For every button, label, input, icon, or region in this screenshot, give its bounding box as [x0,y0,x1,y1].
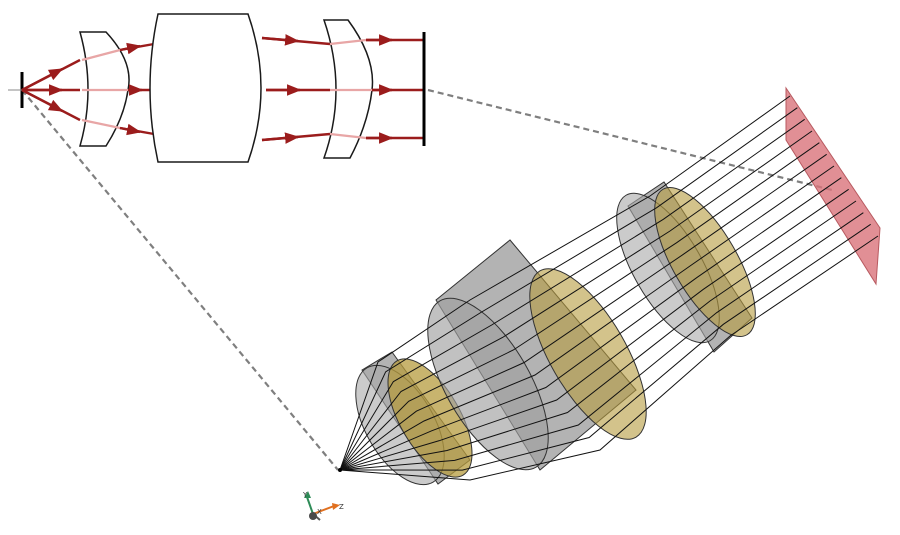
axis-y-label: Y [302,491,308,499]
ray-3d [339,142,820,471]
leader-line-image-plane [427,88,833,192]
ray-3d [339,165,835,471]
ray-3d [339,235,879,481]
leader-lines [21,88,833,471]
rays-3d [339,95,879,481]
axis-y [306,496,314,515]
axis-x-label: X [317,508,322,516]
axis-triad-icon: Y X Z [302,491,344,521]
ray-3d [339,223,871,471]
ray-3d [339,95,791,471]
ray-3d [339,188,849,471]
ray-3d [339,177,842,471]
source-point-3d [338,468,342,472]
leader-line-source [21,89,339,471]
lens-2d-2 [149,13,262,163]
image-plane-3d [785,86,881,286]
ray-3d [339,212,864,471]
lens-system-3d [338,86,881,486]
schematic-2d [8,13,426,163]
axis-z [312,505,335,515]
source-point-icon [8,72,24,108]
ray-3d [339,118,805,471]
lens-3d-3 [616,181,756,353]
axis-z-label: Z [339,503,344,511]
ray-3d [339,200,857,471]
ray-3d [339,130,813,471]
ray-3d [339,153,827,471]
ray-3d [339,107,798,471]
